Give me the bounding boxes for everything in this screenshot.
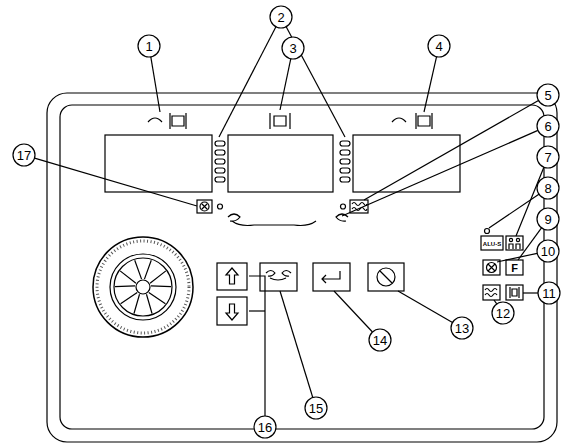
callout-circle (270, 6, 292, 28)
panel-outer (47, 93, 557, 442)
leader-line (424, 57, 437, 112)
callout-circle (13, 144, 35, 166)
leader-line (489, 194, 539, 228)
leader-line (280, 59, 291, 110)
buttons (217, 263, 404, 325)
leader-lines (35, 27, 544, 416)
callout-number: 9 (544, 213, 551, 226)
callout-number: 5 (544, 89, 551, 102)
callout-circle (254, 416, 276, 438)
led-bars (215, 141, 350, 182)
callout-circle (537, 146, 559, 168)
callout-circles (13, 6, 560, 438)
callout-circle (538, 282, 560, 304)
callout-circle (138, 35, 160, 57)
leader-line (497, 253, 537, 262)
callout-circle (369, 329, 391, 351)
callout-number: 14 (373, 334, 387, 347)
callout-number: 2 (277, 11, 284, 24)
leader-line (342, 130, 538, 216)
leader-line (249, 310, 265, 311)
leader-line (151, 57, 160, 112)
wheel-key-icon (197, 200, 212, 213)
display-middle (228, 135, 333, 192)
led (218, 204, 223, 209)
spindle-leds (228, 214, 316, 226)
panel-inner (60, 105, 544, 429)
leader-line (494, 300, 497, 304)
callout-circle (537, 115, 559, 137)
display-icons (148, 113, 432, 129)
callout-number: 4 (435, 40, 442, 53)
f-key-text: F (511, 263, 518, 274)
callout-circle (537, 208, 559, 230)
function-icons (481, 229, 523, 301)
wheel-illustration (93, 237, 193, 337)
display-right (353, 135, 460, 192)
callout-number: 17 (17, 149, 31, 162)
leader-line (280, 291, 313, 397)
led (341, 204, 346, 209)
callout-circle (537, 84, 559, 106)
callout-circle (305, 397, 327, 419)
callout-circle (492, 302, 514, 324)
callout-number: 13 (455, 322, 469, 335)
callout-number: 6 (544, 120, 551, 133)
callout-number: 7 (544, 151, 551, 164)
callout-circle (537, 240, 559, 262)
alu-s-icon-text: ALU-S (483, 241, 501, 247)
callout-number: 15 (309, 402, 323, 415)
leader-line (334, 291, 372, 332)
callout-circle (537, 177, 559, 199)
leader-line (398, 291, 452, 322)
callout-circle (428, 35, 450, 57)
callout-number: 3 (289, 42, 296, 55)
callout-number: 1 (145, 40, 152, 53)
callout-number: 12 (496, 307, 510, 320)
leader-line (219, 27, 276, 137)
leader-line (286, 27, 345, 137)
leader-line (523, 292, 538, 293)
callout-circle (451, 317, 473, 339)
callout-number: 11 (542, 287, 556, 300)
callout-number: 10 (541, 245, 555, 258)
callout-number: 8 (544, 182, 551, 195)
callout-number: 16 (258, 421, 272, 434)
leader-line (364, 100, 538, 200)
leader-line (249, 276, 265, 416)
callout-circle (282, 37, 304, 59)
leader-line (35, 158, 197, 206)
